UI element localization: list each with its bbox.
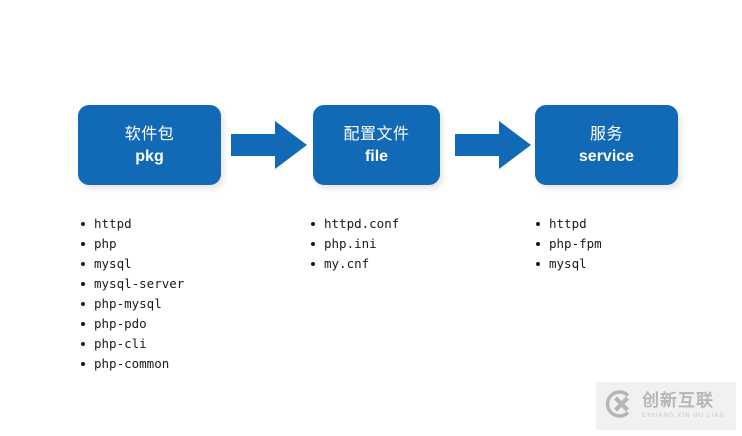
arrow-right-icon <box>231 121 307 169</box>
list-item: httpd <box>80 214 184 234</box>
flow-box-pkg-label-cn: 软件包 <box>124 123 175 143</box>
list-item: httpd.conf <box>310 214 399 234</box>
list-item: php-cli <box>80 334 184 354</box>
flow-box-pkg-label-en: pkg <box>135 147 164 165</box>
watermark-brand-cn: 创新互联 <box>642 391 714 411</box>
flow-box-file-label-en: file <box>364 147 389 165</box>
list-item: mysql <box>80 254 184 274</box>
flow-box-service[interactable]: 服务 service <box>535 105 678 185</box>
package-list: httpd php mysql mysql-server php-mysql p… <box>80 214 184 374</box>
arrow-right-icon <box>455 121 531 169</box>
flow-box-service-label-cn: 服务 <box>589 123 623 143</box>
list-item: httpd <box>535 214 602 234</box>
flow-box-pkg[interactable]: 软件包 pkg <box>78 105 221 185</box>
cx-circle-logo-icon <box>602 387 636 426</box>
list-item: php-pdo <box>80 314 184 334</box>
flow-box-file-label-cn: 配置文件 <box>343 123 410 143</box>
flow-box-file[interactable]: 配置文件 file <box>313 105 440 185</box>
list-item: php <box>80 234 184 254</box>
list-item: php.ini <box>310 234 399 254</box>
flow-box-service-label-en: service <box>578 147 635 165</box>
watermark-brand-pinyin: CHUANG XIN HU LIAN <box>642 413 725 419</box>
list-item: mysql <box>535 254 602 274</box>
list-item: php-common <box>80 354 184 374</box>
watermark: 创新互联 CHUANG XIN HU LIAN <box>596 382 736 430</box>
list-item: php-mysql <box>80 294 184 314</box>
config-file-list: httpd.conf php.ini my.cnf <box>310 214 399 274</box>
list-item: my.cnf <box>310 254 399 274</box>
watermark-text: 创新互联 CHUANG XIN HU LIAN <box>642 391 725 420</box>
list-item: mysql-server <box>80 274 184 294</box>
service-list: httpd php-fpm mysql <box>535 214 602 274</box>
list-item: php-fpm <box>535 234 602 254</box>
